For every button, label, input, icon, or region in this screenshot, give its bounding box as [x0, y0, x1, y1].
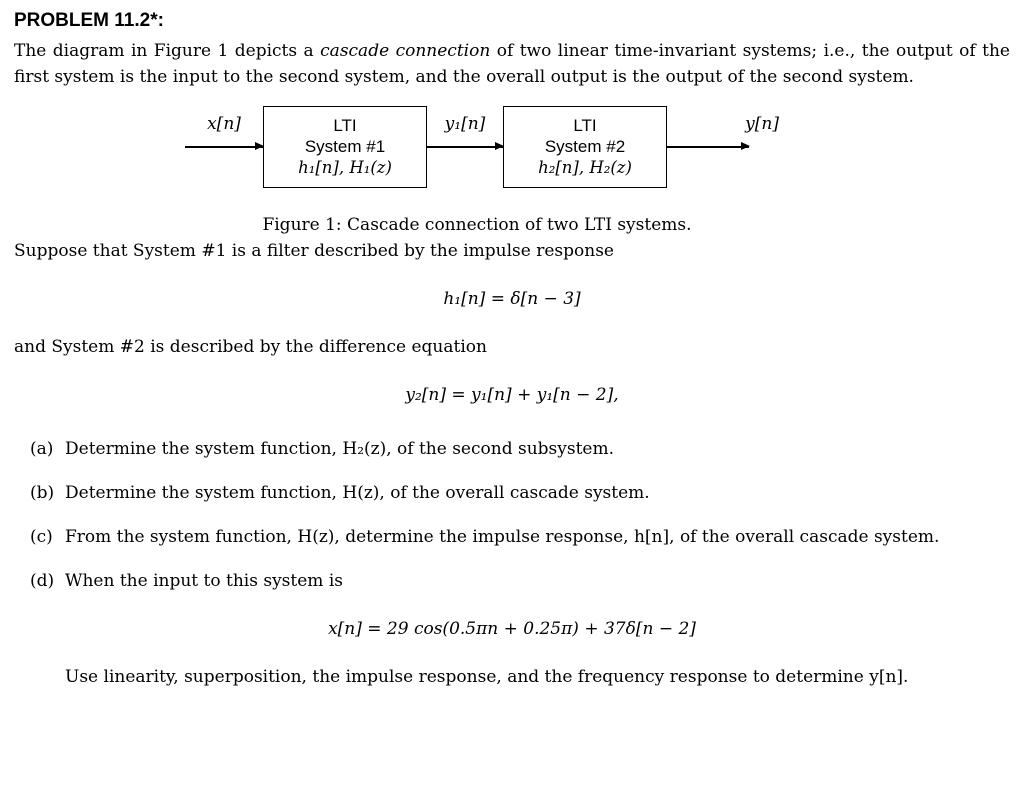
system2-type-label: LTI — [573, 116, 597, 135]
intro-text-pre: The diagram in Figure 1 depicts a — [14, 41, 321, 61]
intermediate-arrow-icon — [427, 143, 504, 150]
system2-paragraph: and System #2 is described by the differ… — [14, 337, 487, 357]
system1-box: LTI System #1 h₁[n], H₁(z) — [263, 106, 427, 188]
part-d: (d) When the input to this system is — [14, 568, 1010, 594]
part-b-text: Determine the system function, H(z), of … — [65, 483, 650, 503]
system1-type-label: LTI — [333, 116, 357, 135]
figure-1: x[n] LTI System #1 h₁[n], H₁(z) y₁[n] LT… — [14, 106, 1010, 238]
output-arrow-icon — [667, 143, 750, 150]
part-a-text: Determine the system function, H₂(z), of… — [65, 439, 615, 459]
output-signal-label: y[n] — [745, 114, 779, 134]
part-a-label: (a) — [30, 439, 54, 459]
equation-input: x[n] = 29 cos(0.5πn + 0.25π) + 37δ[n − 2… — [328, 619, 696, 639]
output-signal: y[n] — [667, 107, 779, 187]
intro-text-emphasis: cascade connection — [320, 41, 491, 61]
system1-paragraph: Suppose that System #1 is a filter descr… — [14, 241, 614, 261]
closing-paragraph: Use linearity, superposition, the impuls… — [65, 667, 909, 687]
intermediate-signal: y₁[n] — [427, 107, 504, 187]
part-b: (b) Determine the system function, H(z),… — [14, 480, 1010, 506]
problem-parts: (a) Determine the system function, H₂(z)… — [14, 436, 1010, 594]
equation-h1: h₁[n] = δ[n − 3] — [443, 289, 581, 309]
input-arrow-icon — [185, 143, 264, 150]
block-diagram: x[n] LTI System #1 h₁[n], H₁(z) y₁[n] LT… — [0, 106, 980, 188]
system2-box: LTI System #2 h₂[n], H₂(z) — [503, 106, 667, 188]
intermediate-signal-label: y₁[n] — [444, 114, 486, 134]
input-signal-label: x[n] — [207, 114, 241, 134]
system2-response-label: h₂[n], H₂(z) — [538, 158, 632, 177]
part-b-label: (b) — [30, 483, 55, 503]
input-signal: x[n] — [185, 107, 264, 187]
part-d-text: When the input to this system is — [65, 571, 343, 591]
system1-name-label: System #1 — [304, 137, 386, 156]
equation-y2: y₂[n] = y₁[n] + y₁[n − 2], — [405, 385, 619, 405]
intro-paragraph: The diagram in Figure 1 depicts a cascad… — [14, 38, 1010, 90]
problem-page: PROBLEM 11.2*: The diagram in Figure 1 d… — [14, 10, 1010, 687]
figure-caption: Figure 1: Cascade connection of two LTI … — [262, 215, 692, 235]
part-c-label: (c) — [30, 527, 53, 547]
part-c-text: From the system function, H(z), determin… — [65, 527, 940, 547]
system2-name-label: System #2 — [544, 137, 626, 156]
system1-response-label: h₁[n], H₁(z) — [298, 158, 392, 177]
part-d-label: (d) — [30, 571, 55, 591]
problem-title: PROBLEM 11.2*: — [14, 10, 164, 31]
intro-text-post: of two linear time-invariant systems; i.… — [14, 41, 1010, 87]
part-c: (c) From the system function, H(z), dete… — [14, 524, 1010, 550]
part-a: (a) Determine the system function, H₂(z)… — [14, 436, 1010, 462]
